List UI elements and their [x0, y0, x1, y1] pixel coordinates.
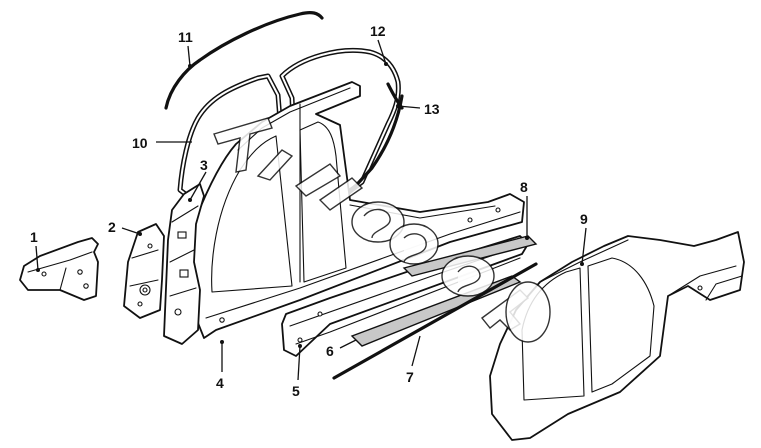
part-3-pillar-reinforcement — [163, 183, 205, 345]
part-4-side-body-inner — [185, 81, 525, 339]
callout-9: 9 — [580, 211, 588, 227]
callout-4: 4 — [216, 375, 224, 391]
watermark-logo — [213, 117, 551, 343]
part-12-rear-door-weatherstrip — [279, 47, 401, 233]
callout-10: 10 — [132, 135, 148, 151]
callout-13: 13 — [424, 101, 440, 117]
callout-3: 3 — [200, 157, 208, 173]
part-7-sill-molding — [332, 262, 538, 380]
callout-2: 2 — [108, 219, 116, 235]
part-11-roof-molding — [164, 11, 324, 110]
part-2-hinge-pillar — [123, 223, 165, 319]
callout-6: 6 — [326, 343, 334, 359]
callout-7: 7 — [406, 369, 414, 385]
callout-8: 8 — [520, 179, 528, 195]
part-1-bracket — [19, 237, 99, 301]
callout-12: 12 — [370, 23, 386, 39]
callout-5: 5 — [292, 383, 300, 399]
part-13-quarter-strip — [348, 82, 404, 194]
callout-11: 11 — [178, 29, 193, 45]
callout-labels: 1 2 3 4 5 6 7 8 9 10 11 12 13 — [30, 23, 588, 399]
leader-lines — [35, 39, 587, 381]
callout-1: 1 — [30, 229, 38, 245]
part-9-outer-side-panel — [489, 231, 745, 441]
